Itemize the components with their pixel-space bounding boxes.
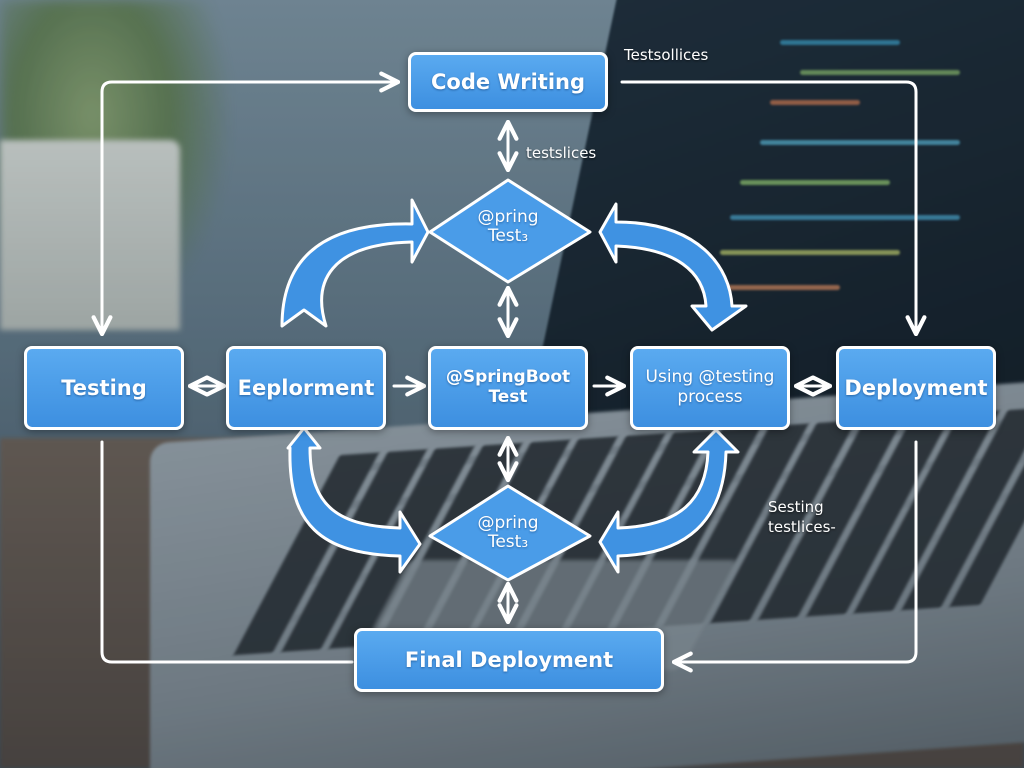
label-bottom-right: Sesting testlices-	[768, 498, 836, 536]
node-deployment[interactable]: Deployment	[836, 346, 996, 430]
code-line	[780, 40, 900, 45]
node-testing[interactable]: Testing	[24, 346, 184, 430]
code-line	[740, 180, 890, 185]
node-label: Using @testing process	[645, 367, 775, 407]
node-final-deployment[interactable]: Final Deployment	[354, 628, 664, 692]
node-label: Final Deployment	[404, 647, 614, 672]
diamond-spring-test-bottom	[428, 484, 592, 582]
node-eeplorment[interactable]: Eeplorment	[226, 346, 386, 430]
connector-deployment-to-final	[671, 440, 918, 673]
node-label: Eeplorment	[237, 375, 375, 400]
label-top-right: Testsollices	[624, 46, 709, 64]
connector-loop-to-code-writing	[91, 71, 401, 337]
curved-arrow-bottom-right	[598, 428, 740, 574]
code-line	[770, 100, 860, 105]
node-using-testing-process[interactable]: Using @testing process	[630, 346, 790, 430]
node-label: Code Writing	[431, 69, 585, 94]
code-line	[760, 140, 960, 145]
node-label: @SpringBoot Test	[445, 367, 571, 407]
node-label: Deployment	[844, 375, 988, 400]
diamond-label-bottom: @pring Test₃	[477, 513, 539, 552]
node-springboot-test[interactable]: @SpringBoot Test	[428, 346, 588, 430]
code-line	[730, 215, 960, 220]
connector-testing-to-final	[100, 440, 354, 664]
diamond-spring-test-top	[428, 178, 592, 284]
code-line	[720, 250, 900, 255]
curved-arrow-top-right	[598, 202, 748, 332]
label-top-center: testslices	[526, 144, 597, 162]
curved-arrow-top-left	[280, 198, 430, 328]
node-label: Testing	[61, 375, 147, 400]
curved-arrow-bottom-left	[286, 426, 422, 574]
code-line	[800, 70, 960, 75]
code-line	[700, 285, 840, 290]
node-code-writing[interactable]: Code Writing	[408, 52, 608, 112]
connector-code-writing-to-deployment	[620, 80, 927, 337]
diamond-label-top: @pring Test₃	[477, 207, 539, 246]
